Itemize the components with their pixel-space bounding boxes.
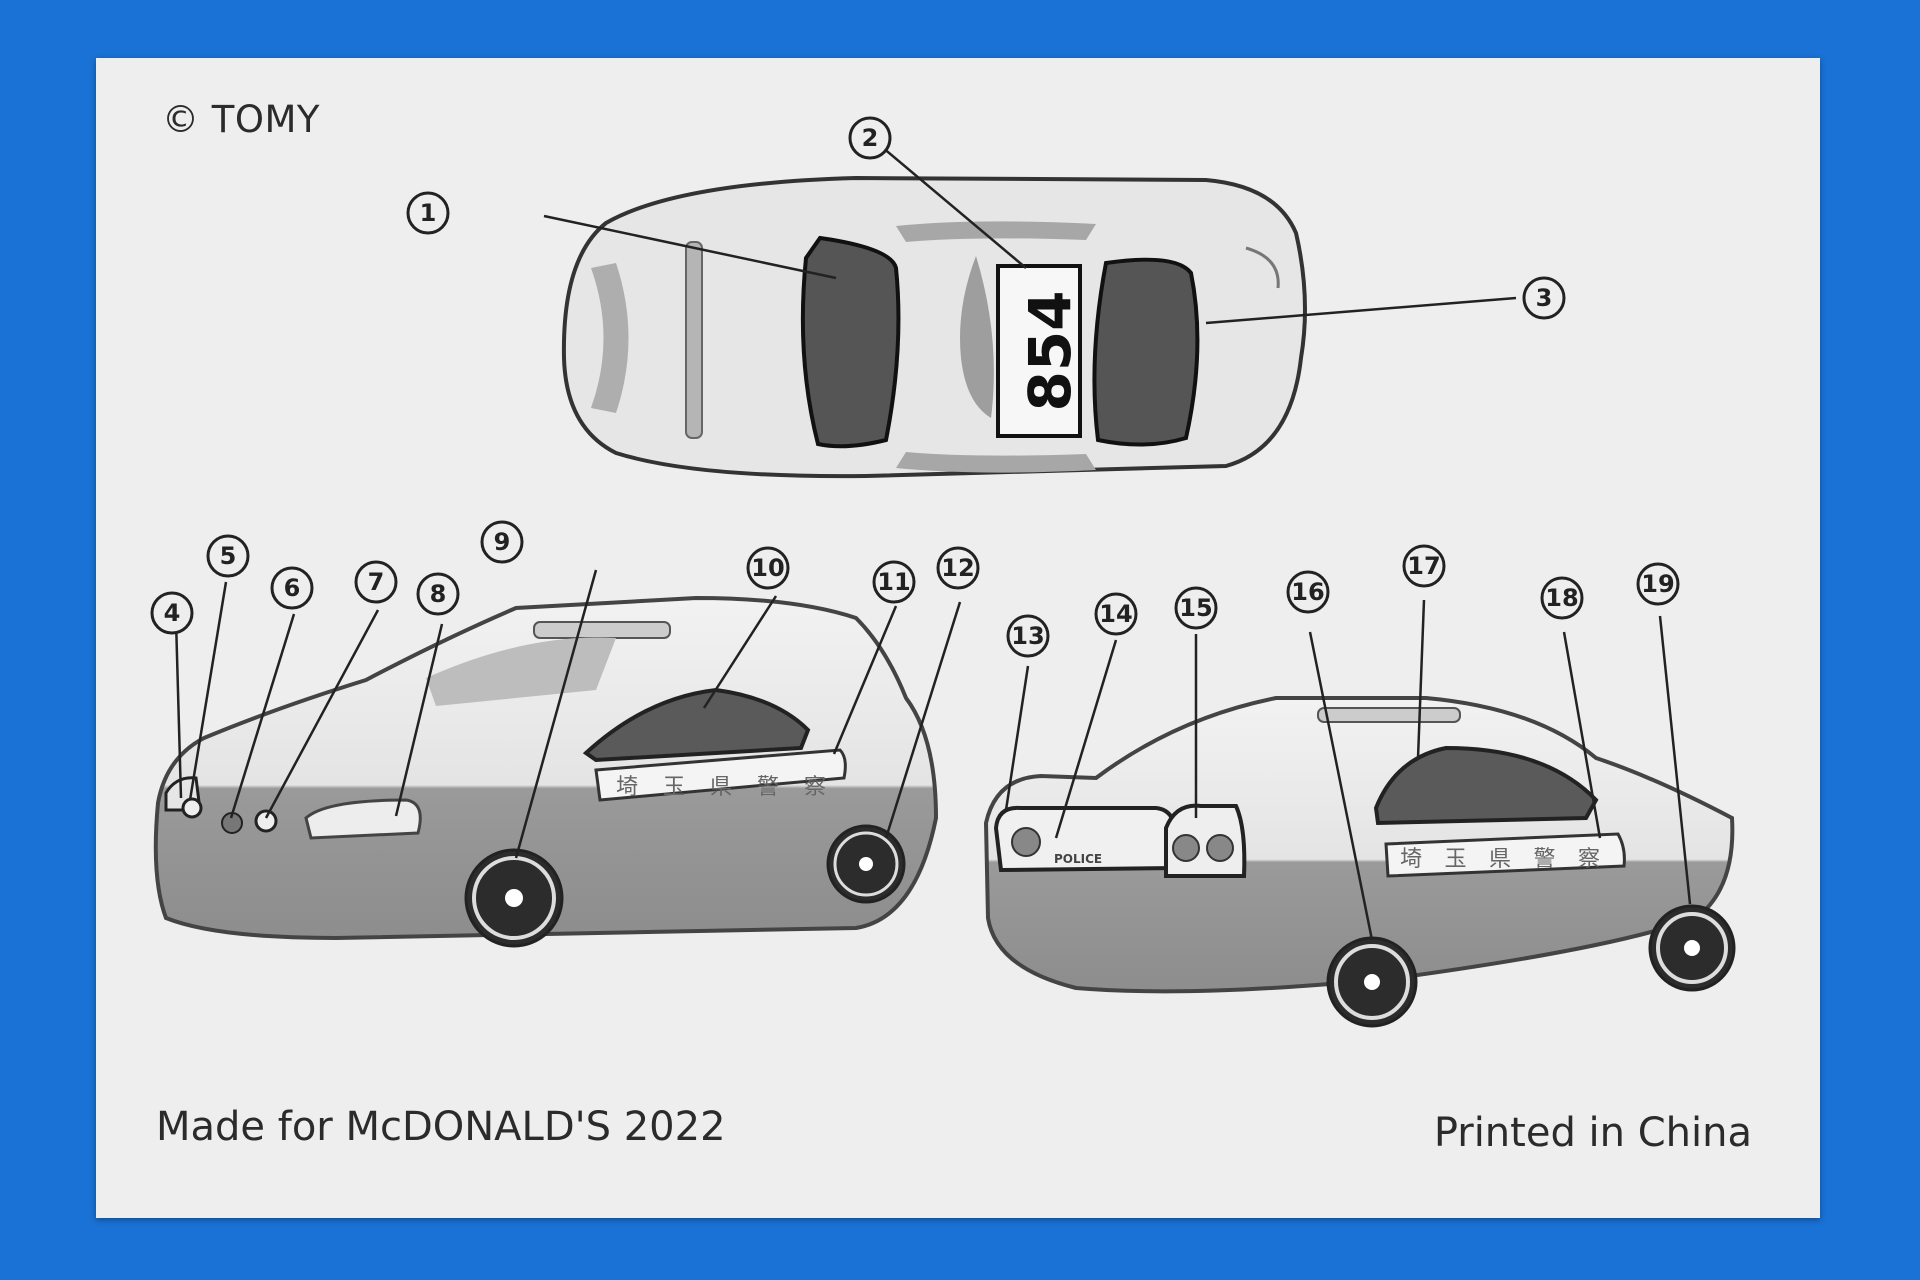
svg-text:14: 14 [1099, 600, 1132, 628]
printed-in-text: Printed in China [1433, 1110, 1752, 1156]
svg-text:15: 15 [1179, 594, 1212, 622]
callout-8: 8 [416, 572, 460, 616]
svg-text:2: 2 [862, 124, 879, 152]
callouts: 1 2 3 4 5 6 7 8 9 10 11 12 13 14 15 16 1… [150, 116, 1680, 658]
callout-2: 2 [848, 116, 892, 160]
svg-text:7: 7 [368, 568, 385, 596]
copyright-text: © TOMY [162, 98, 321, 141]
front-view-car: 埼玉県警察 [153, 595, 939, 948]
car-diagram: 854 埼玉県警察 [150, 116, 1736, 1028]
top-view-car: 854 [561, 175, 1307, 479]
roof-number-854: 854 [1016, 290, 1084, 411]
callout-3: 3 [1522, 276, 1566, 320]
made-for-text: Made for McDONALD'S 2022 [156, 1104, 726, 1150]
svg-text:8: 8 [430, 580, 447, 608]
callout-7: 7 [354, 560, 398, 604]
svg-text:18: 18 [1545, 584, 1578, 612]
svg-text:19: 19 [1641, 570, 1674, 598]
svg-text:6: 6 [284, 574, 301, 602]
rear-view-car: 埼玉県警察 POLICE [983, 696, 1736, 1028]
callout-4: 4 [150, 591, 194, 635]
svg-text:13: 13 [1011, 622, 1044, 650]
callout-17: 17 [1402, 544, 1446, 588]
rear-police-label: POLICE [1054, 852, 1102, 866]
svg-text:10: 10 [751, 554, 784, 582]
callout-12: 12 [936, 546, 980, 590]
svg-text:1: 1 [420, 199, 437, 227]
callout-18: 18 [1540, 576, 1584, 620]
svg-text:16: 16 [1291, 578, 1324, 606]
svg-text:12: 12 [941, 554, 974, 582]
svg-text:4: 4 [164, 599, 181, 627]
callout-5: 5 [206, 534, 250, 578]
callout-1: 1 [406, 191, 450, 235]
callout-13: 13 [1006, 614, 1050, 658]
callout-6: 6 [270, 566, 314, 610]
svg-text:11: 11 [877, 568, 910, 596]
callout-16: 16 [1286, 570, 1330, 614]
svg-text:17: 17 [1407, 552, 1440, 580]
callout-10: 10 [746, 546, 790, 590]
callout-19: 19 [1636, 562, 1680, 606]
instruction-card: © TOMY 854 [96, 58, 1820, 1218]
callout-9: 9 [480, 520, 524, 564]
callout-14: 14 [1094, 592, 1138, 636]
callout-11: 11 [872, 560, 916, 604]
svg-text:9: 9 [494, 528, 511, 556]
leader-lines [174, 141, 1692, 941]
svg-text:5: 5 [220, 542, 237, 570]
svg-text:3: 3 [1536, 284, 1553, 312]
callout-15: 15 [1174, 586, 1218, 630]
